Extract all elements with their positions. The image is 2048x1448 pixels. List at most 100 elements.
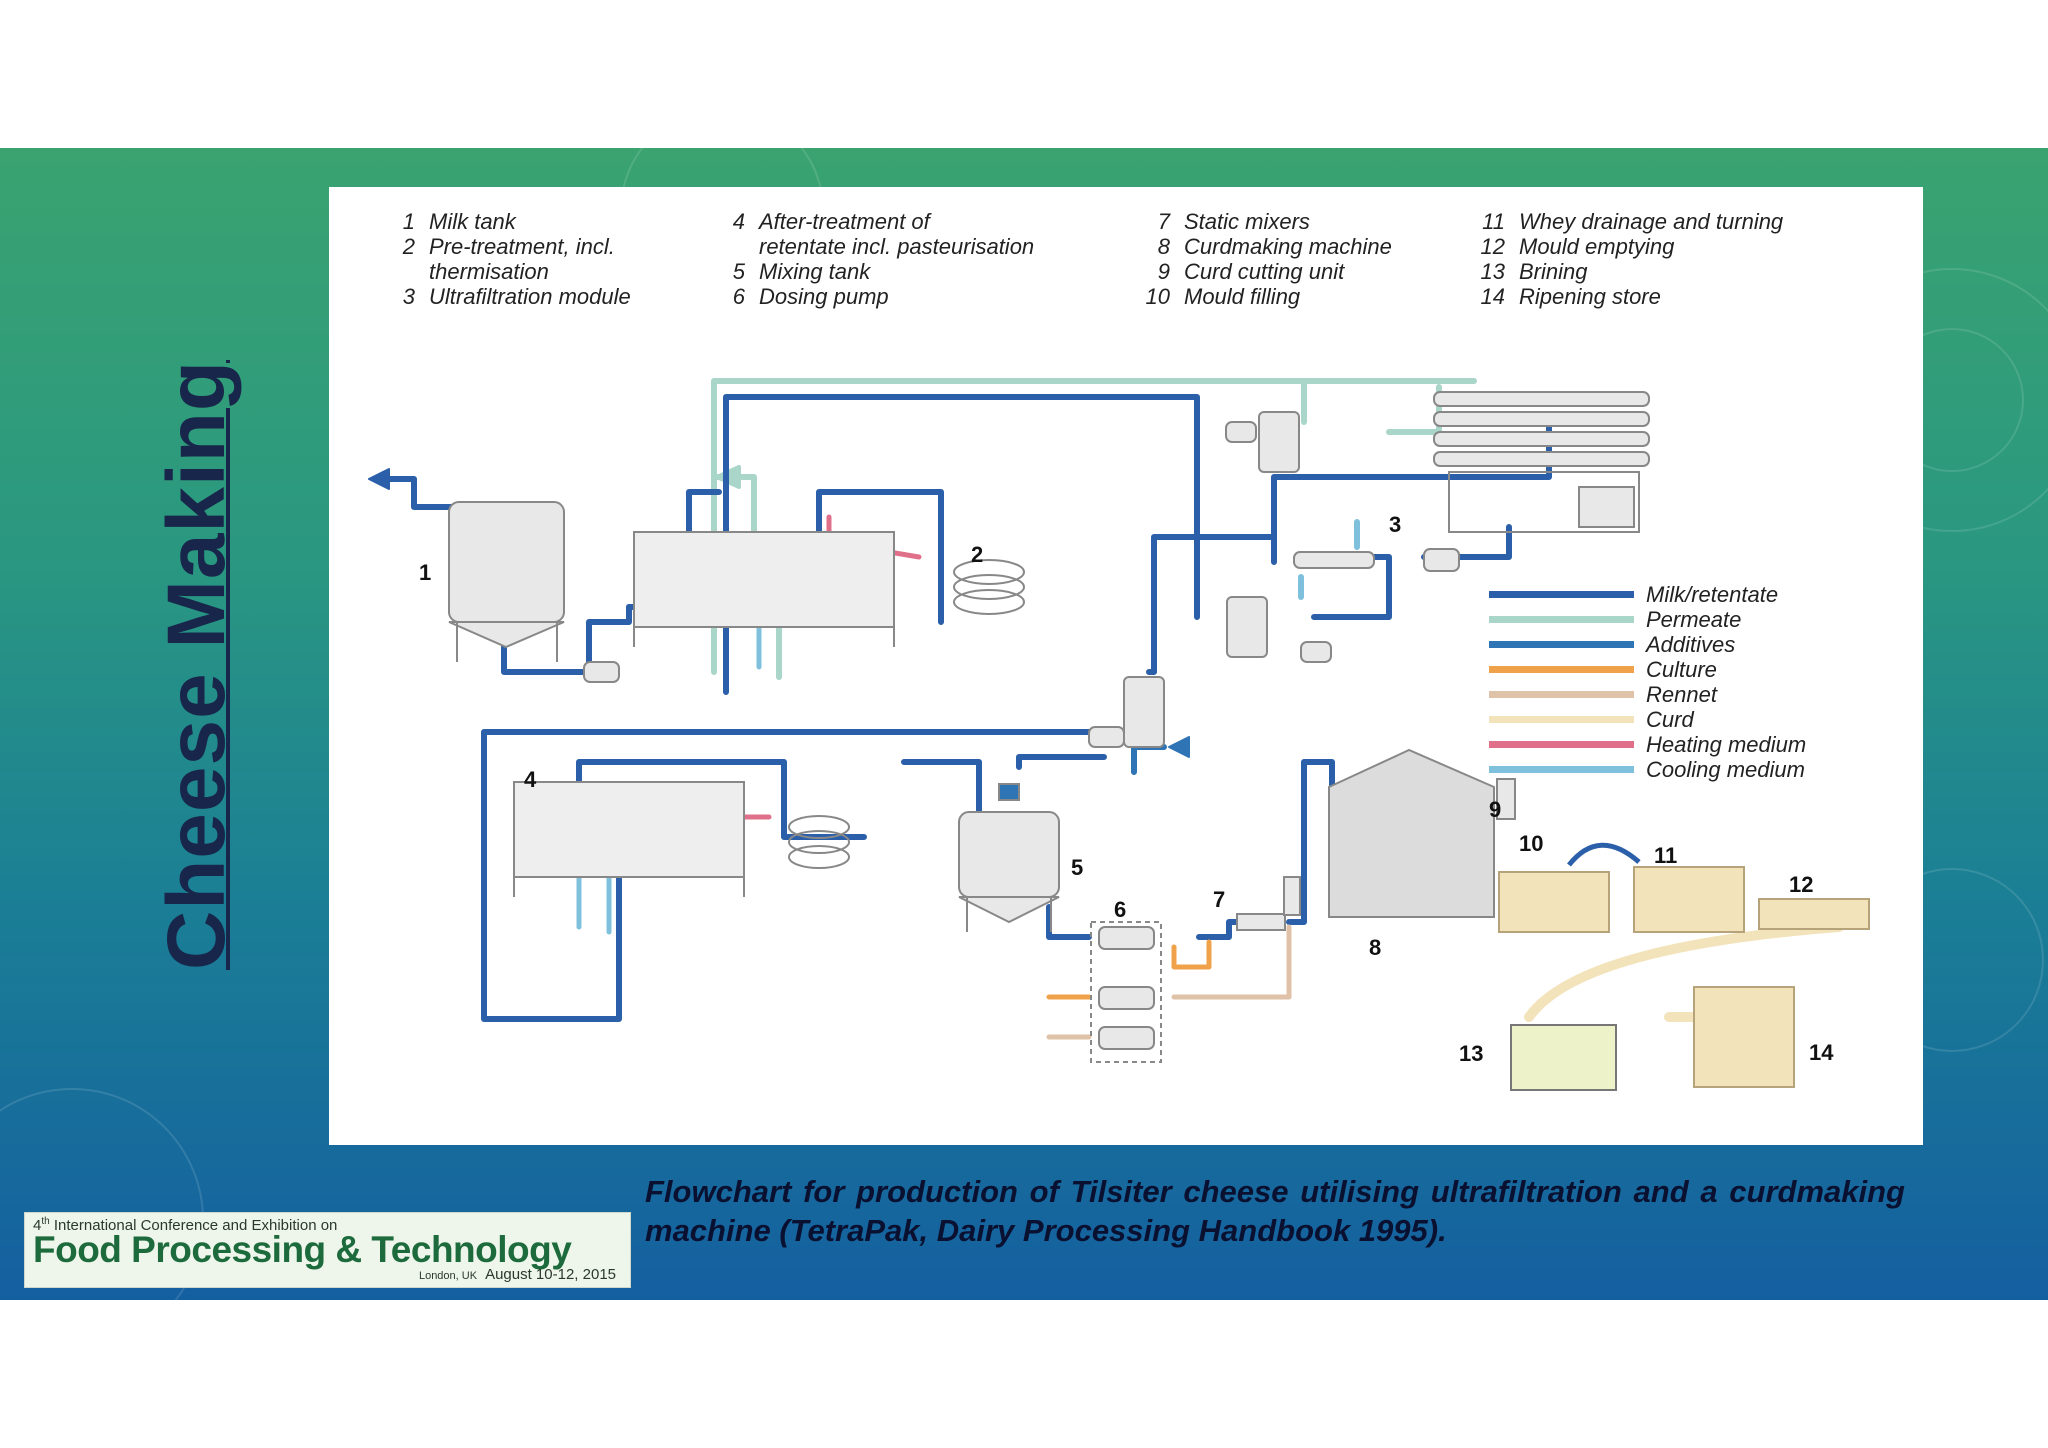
key-swatch — [1489, 641, 1634, 648]
milk-line — [1286, 879, 1307, 925]
dosing-pump — [1098, 1026, 1155, 1050]
heat-exchanger-tube — [1293, 551, 1375, 569]
key-row: Curd — [1489, 707, 1806, 732]
label-11: 11 — [1654, 843, 1677, 868]
holding-coil — [953, 589, 1025, 615]
legend-row: retentate incl. pasteurisation — [759, 234, 1035, 259]
milk-line — [1311, 554, 1392, 620]
key-swatch — [1489, 591, 1634, 598]
uf-module-tube — [1433, 391, 1650, 407]
key-label: Rennet — [1646, 681, 1717, 707]
key-row: Additives — [1489, 632, 1806, 657]
uf-module-tube — [1433, 431, 1650, 447]
milk-line — [1016, 754, 1107, 770]
key-row: Culture — [1489, 657, 1806, 682]
key-label: Permeate — [1646, 606, 1742, 632]
label-1: 1 — [419, 560, 431, 585]
uf-module-tube — [1433, 451, 1650, 467]
pump — [1423, 548, 1460, 572]
legend-row: thermisation — [429, 259, 549, 284]
holding-coil — [788, 830, 850, 854]
key-row: Heating medium — [1489, 732, 1806, 757]
label-4: 4 — [524, 767, 537, 792]
holding-coil — [788, 815, 850, 839]
additives-line — [1131, 744, 1167, 775]
key-swatch — [1489, 766, 1634, 773]
mould-rack — [1633, 866, 1745, 933]
key-swatch — [1489, 666, 1634, 673]
milk-line — [1046, 904, 1092, 940]
key-row: Milk/retentate — [1489, 582, 1806, 607]
curd-line — [1524, 922, 1844, 1022]
pump — [1088, 726, 1125, 748]
mould-rack — [1498, 871, 1610, 933]
arrow-icon — [368, 468, 390, 490]
milk-tank-cone — [448, 621, 565, 649]
dosing-pump-group — [1090, 921, 1162, 1063]
label-13: 13 — [1459, 1041, 1483, 1066]
logo-line-1: 4th International Conference and Exhibit… — [33, 1216, 338, 1234]
static-mixer — [1236, 913, 1286, 931]
brine-tank — [1510, 1024, 1617, 1091]
label-5: 5 — [1071, 855, 1083, 880]
uf-module-frame — [1448, 471, 1640, 533]
label-3: 3 — [1389, 512, 1401, 537]
key-label: Culture — [1646, 656, 1717, 682]
culture-line — [1171, 939, 1212, 970]
buffer-tank — [1123, 676, 1165, 748]
key-row: Cooling medium — [1489, 757, 1806, 782]
plate-heat-exchanger — [633, 531, 895, 628]
label-6: 6 — [1114, 897, 1126, 922]
logo-title: Food Processing & Technology — [33, 1229, 572, 1270]
mixing-tank-cone — [958, 896, 1060, 924]
dosing-pump — [1098, 986, 1155, 1010]
uf-module-tube — [1433, 411, 1650, 427]
label-8: 8 — [1369, 935, 1381, 960]
milk-tank — [448, 501, 565, 623]
milk-line — [1146, 534, 1200, 675]
conference-logo: 4th International Conference and Exhibit… — [24, 1212, 631, 1288]
curd-cutting-unit — [1496, 778, 1516, 820]
pump — [1225, 421, 1257, 443]
key-swatch — [1489, 716, 1634, 723]
key-label: Additives — [1646, 631, 1736, 657]
milk-line — [501, 604, 632, 675]
key-swatch — [1489, 616, 1634, 623]
plate-heat-exchanger — [513, 781, 745, 878]
uf-module-unit — [1578, 486, 1635, 528]
arrow-icon — [1168, 736, 1190, 758]
key-label: Curd — [1646, 706, 1694, 732]
mixing-tank — [958, 811, 1060, 898]
label-9: 9 — [1489, 797, 1501, 822]
agitator-motor — [998, 783, 1020, 801]
milk-line — [1301, 759, 1335, 885]
holding-coil — [953, 559, 1025, 585]
process-flow-diagram: 1 2 3 4 5 6 7 8 9 10 11 12 13 14 — [368, 378, 1870, 1091]
static-mixer — [1283, 876, 1301, 916]
permeate-line — [1386, 384, 1442, 435]
dosing-pump — [1098, 926, 1155, 950]
pump — [583, 661, 620, 683]
mould-rack — [1758, 898, 1870, 930]
key-label: Milk/retentate — [1646, 581, 1779, 607]
pump — [1300, 641, 1332, 663]
buffer-tank — [1226, 596, 1268, 658]
holding-coil — [953, 574, 1025, 600]
key-row: Rennet — [1489, 682, 1806, 707]
curdmaking-machine — [1328, 748, 1495, 918]
